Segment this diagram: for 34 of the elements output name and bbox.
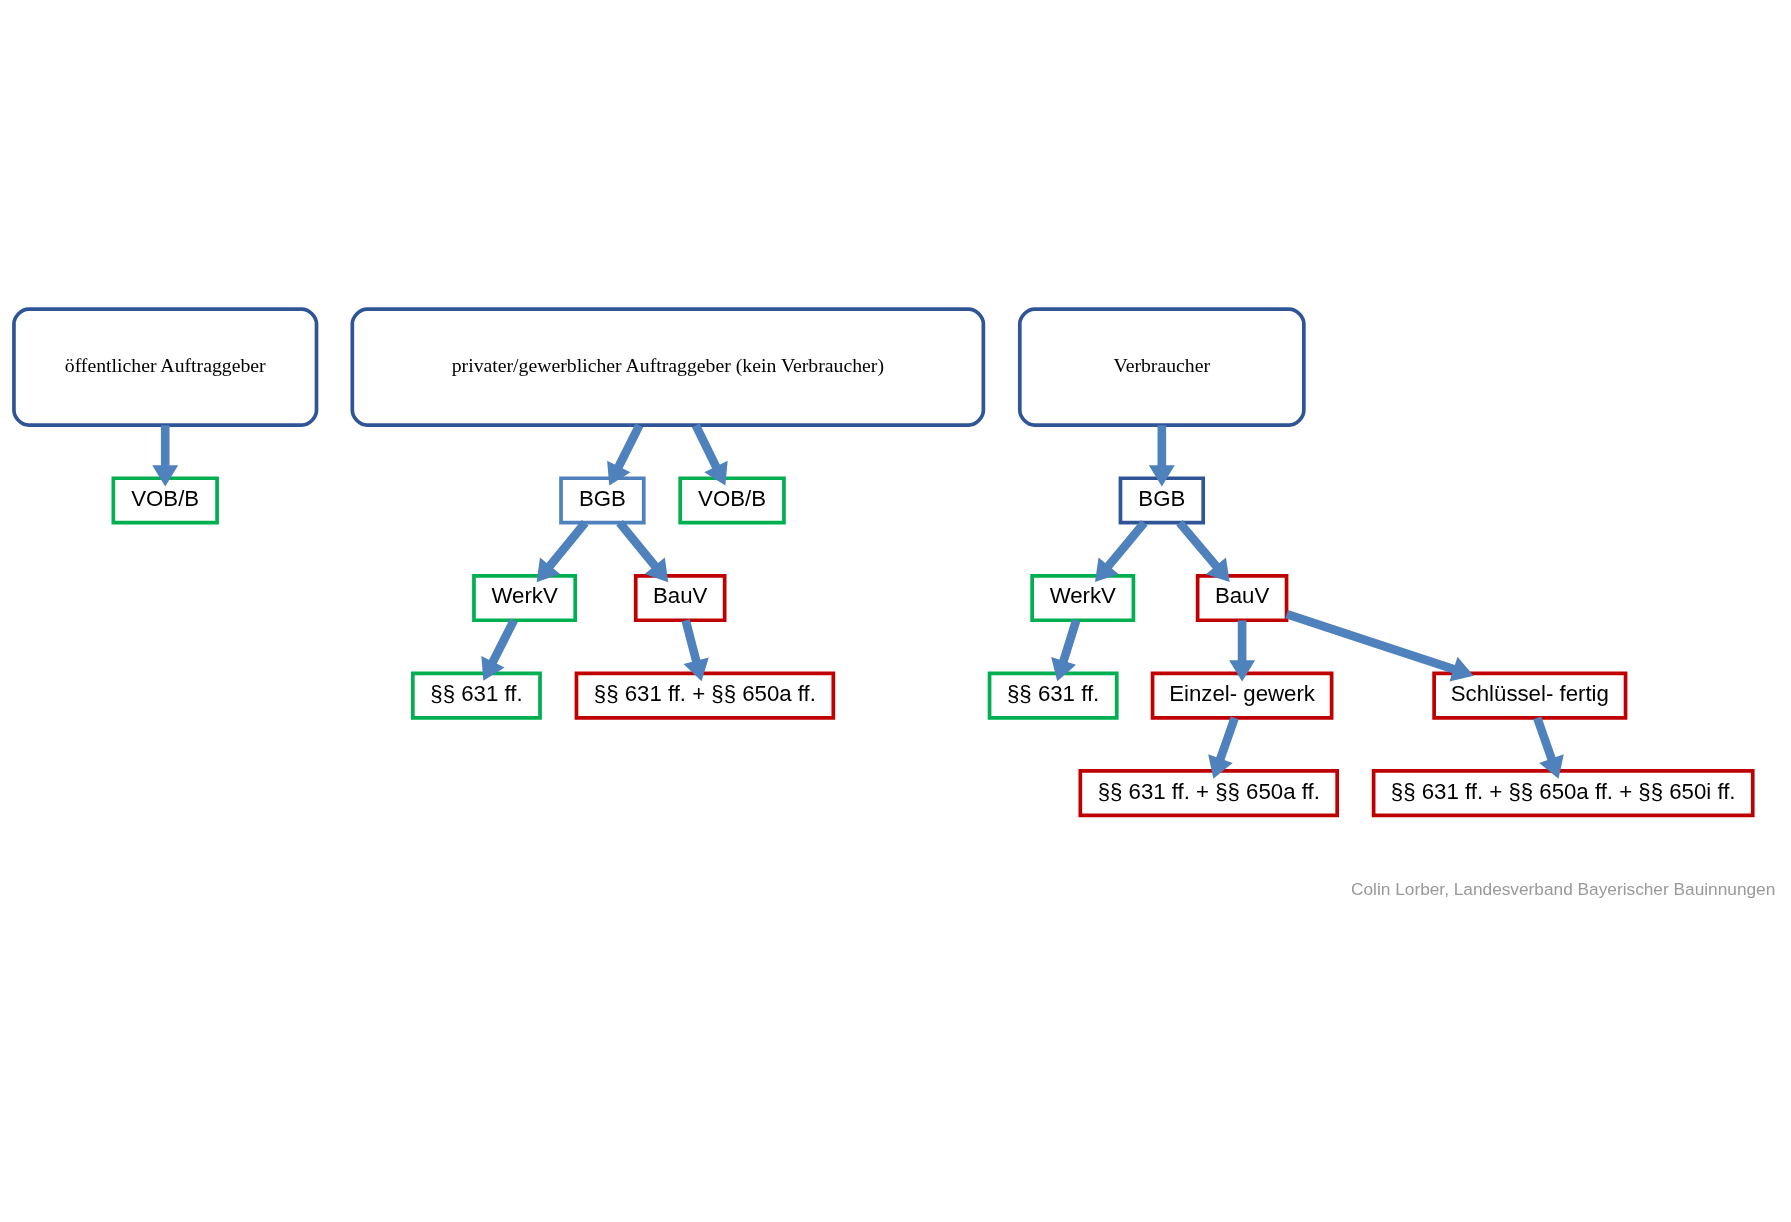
arrow <box>1050 619 1080 682</box>
node-box: §§ 631 ff. + §§ 650a ff. <box>1077 769 1339 818</box>
node-box: Einzel- gewerk <box>1150 671 1333 720</box>
node-box: WerkV <box>1029 573 1135 623</box>
arrow <box>1094 520 1148 583</box>
arrow <box>615 520 668 583</box>
node-box: BauV <box>633 573 726 623</box>
node-box: VOB/B <box>677 476 786 525</box>
node-box: WerkV <box>471 573 577 623</box>
arrow <box>1532 716 1564 779</box>
node-box: Verbraucher <box>1017 307 1306 427</box>
node-box: öffentlicher Auftraggeber <box>11 307 318 427</box>
label: Colin Lorber, Landesverband Bayerischer Bauinnungen <box>1350 879 1775 900</box>
arrow <box>606 423 643 486</box>
arrow <box>1175 520 1230 583</box>
node-box: §§ 631 ff. + §§ 650a ff. <box>574 671 835 720</box>
node-box: §§ 631 ff. <box>987 671 1119 720</box>
node-box: §§ 631 ff. + §§ 650a ff. + §§ 650i ff. <box>1371 769 1755 818</box>
arrow <box>681 619 709 682</box>
arrow <box>1207 716 1239 779</box>
node-box: §§ 631 ff. <box>410 671 542 720</box>
arrow <box>536 520 588 583</box>
arrow <box>691 423 728 486</box>
arrow <box>1148 425 1175 487</box>
arrow <box>1284 609 1474 682</box>
node-box: Schlüssel- fertig <box>1431 671 1627 720</box>
node-box: VOB/B <box>111 476 219 525</box>
arrow <box>1228 620 1255 682</box>
node-box: privater/gewerblicher Auftraggeber (kein Verbraucher) <box>349 307 985 427</box>
node-box: BGB <box>558 476 646 525</box>
node-box: BGB <box>1118 476 1205 525</box>
node-box: BauV <box>1195 573 1288 623</box>
arrow <box>480 618 518 681</box>
arrow <box>151 425 178 487</box>
